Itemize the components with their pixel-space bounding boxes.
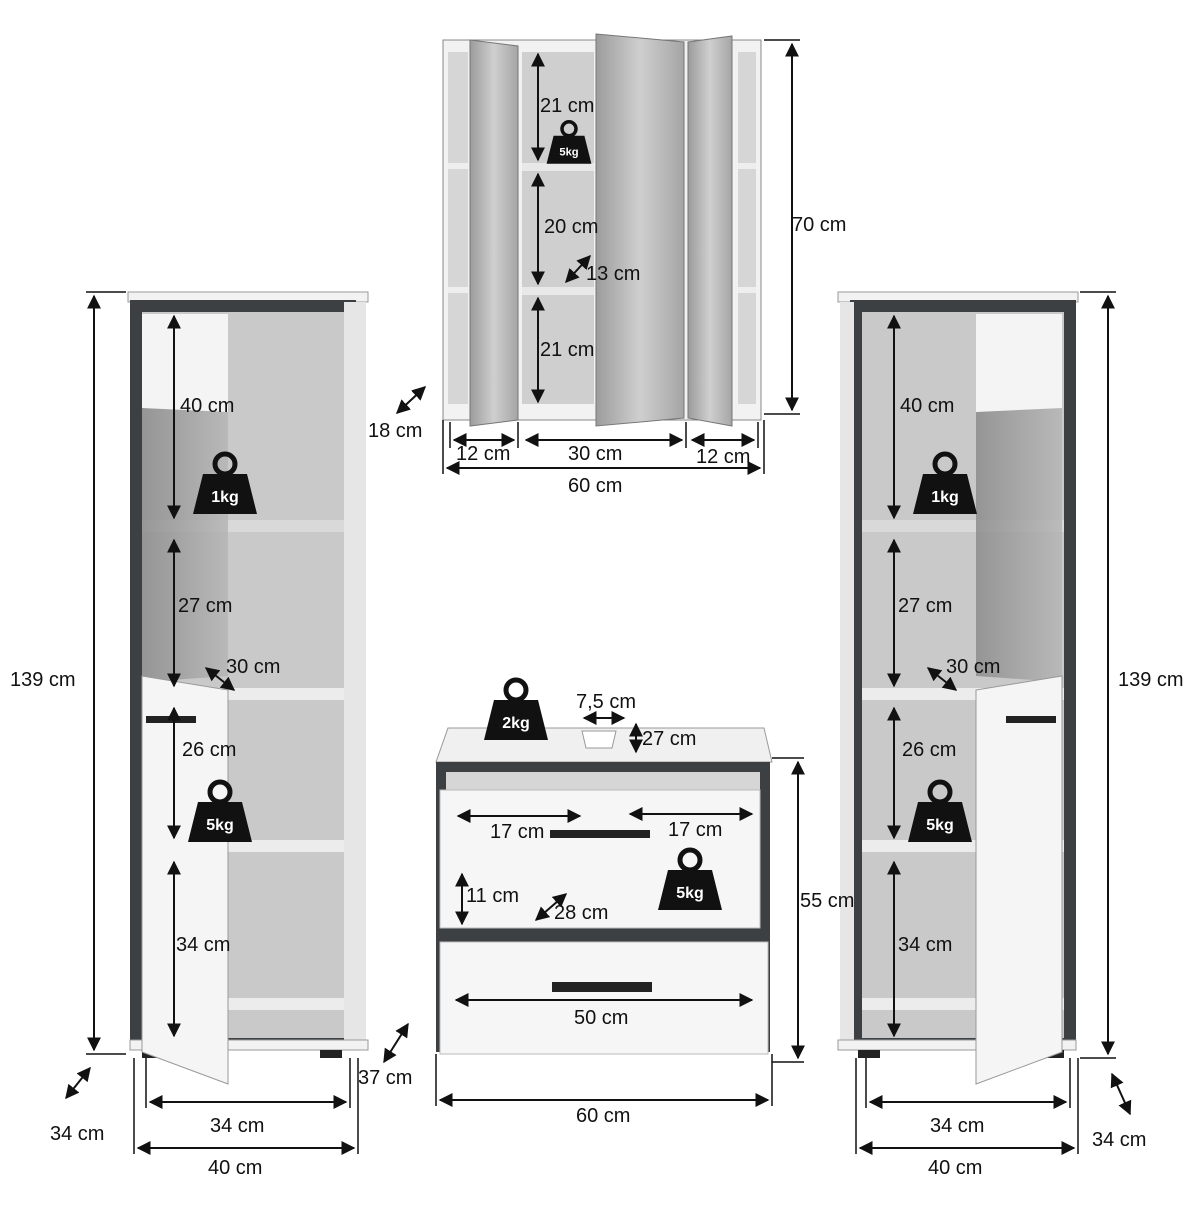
left-top-shelf-label: 40 cm	[180, 395, 234, 417]
left-lower-door	[141, 675, 229, 1085]
left-inner-width-label: 34 cm	[210, 1115, 264, 1137]
left-cabinet-base	[129, 1039, 369, 1051]
vanity-weight-top-label: 2kg	[502, 715, 530, 732]
vanity-drawer-height-label: 11 cm	[466, 885, 519, 907]
mirror-side-left-label: 12 cm	[456, 443, 510, 465]
mirror-shelf	[522, 163, 594, 171]
right-depth-label: 34 cm	[1092, 1129, 1146, 1151]
left-door-handle	[146, 716, 196, 723]
mirror-side-shelf-left	[448, 52, 468, 404]
right-lower-shelf-label: 26 cm	[902, 739, 956, 761]
left-glass-door-top-panel	[142, 314, 228, 412]
mirror-side-shelf	[448, 163, 468, 169]
mirror-cabinet: 21 cm 20 cm 21 cm 13 cm 5kg 70 cm 18 cm …	[368, 33, 846, 497]
vanity-drawer-depth-arrow	[534, 893, 568, 921]
left-bottom-shelf-label: 34 cm	[176, 934, 230, 956]
right-inner-width-label: 34 cm	[930, 1115, 984, 1137]
mirror-shelf-mid-label: 20 cm	[544, 216, 598, 238]
mirror-center-label: 30 cm	[568, 443, 622, 465]
right-depth-arrow	[1110, 1072, 1132, 1116]
vanity-cutout-width-label: 7,5 cm	[576, 691, 636, 713]
mirror-side-shelf	[738, 163, 756, 169]
mirror-side-shelf	[738, 287, 756, 293]
mirror-shelf-top-label: 21 cm	[540, 95, 594, 117]
left-weight-top-label: 1kg	[211, 489, 239, 506]
left-depth-label: 34 cm	[50, 1123, 104, 1145]
left-depth-inner-label: 30 cm	[226, 656, 280, 678]
vanity-unit: 2kg 7,5 cm 27 cm 17 cm 17 cm 5kg 11 cm 2…	[358, 680, 854, 1127]
vanity-weight-drawer-label: 5kg	[676, 885, 704, 902]
right-weight-lower-icon: 5kg	[908, 782, 972, 842]
left-height-label: 139 cm	[10, 669, 76, 691]
right-height-label: 139 cm	[1118, 669, 1184, 691]
left-weight-lower-label: 5kg	[206, 817, 234, 834]
vanity-width-label: 60 cm	[576, 1105, 630, 1127]
left-depth-inner-arrow	[204, 667, 236, 691]
mirror-depth-label: 18 cm	[368, 420, 422, 442]
vanity-lower-drawer	[439, 941, 769, 1055]
left-mid-shelf-label: 27 cm	[178, 595, 232, 617]
right-door-handle	[1006, 716, 1056, 723]
mirror-weight-label: 5kg	[559, 146, 578, 158]
mirror-door-right	[687, 35, 733, 427]
vanity-drawer-handle	[550, 830, 650, 838]
right-glass-door-top-panel	[976, 314, 1062, 412]
vanity-weight-top-icon: 2kg	[484, 680, 548, 740]
vanity-cutout-depth-label: 27 cm	[642, 728, 696, 750]
left-lower-shelf-label: 26 cm	[182, 739, 236, 761]
vanity-weight-drawer-icon: 5kg	[658, 850, 722, 910]
vanity-lower-drawer-label: 50 cm	[574, 1007, 628, 1029]
vanity-inner-top	[446, 772, 760, 790]
mirror-shelf	[522, 287, 594, 295]
right-width-label: 40 cm	[928, 1157, 982, 1179]
left-tall-cabinet: 40 cm 1kg 27 cm 30 cm 26 cm 5kg 34 cm 13…	[10, 291, 369, 1179]
mirror-depth-arrow	[395, 386, 427, 414]
right-top-shelf-label: 40 cm	[900, 395, 954, 417]
vanity-lower-drawer-handle	[552, 982, 652, 992]
right-weight-top-label: 1kg	[931, 489, 959, 506]
mirror-door-left	[469, 39, 519, 427]
left-cabinet-side	[344, 302, 366, 1044]
vanity-drawer-depth-label: 28 cm	[554, 902, 608, 924]
mirror-shelf-bottom-label: 21 cm	[540, 339, 594, 361]
vanity-drawer-right-label: 17 cm	[668, 819, 722, 841]
right-weight-lower-label: 5kg	[926, 817, 954, 834]
mirror-side-shelf-right	[738, 52, 756, 404]
left-weight-top-icon: 1kg	[193, 454, 257, 514]
vanity-height-label: 55 cm	[800, 890, 854, 912]
vanity-drawer-left-label: 17 cm	[490, 821, 544, 843]
right-cabinet-foot	[858, 1050, 880, 1058]
right-cabinet-side	[840, 302, 854, 1044]
vanity-depth-arrow	[383, 1022, 409, 1064]
right-mid-shelf-label: 27 cm	[898, 595, 952, 617]
mirror-height-label: 70 cm	[792, 214, 846, 236]
mirror-door-center	[595, 33, 685, 427]
left-cabinet-foot	[320, 1050, 342, 1058]
right-cabinet-base	[837, 1039, 1077, 1051]
mirror-weight-icon: 5kg	[544, 120, 594, 166]
left-width-label: 40 cm	[208, 1157, 262, 1179]
vanity-depth-label: 37 cm	[358, 1067, 412, 1089]
vanity-siphon-cutout	[581, 730, 617, 749]
right-weight-top-icon: 1kg	[913, 454, 977, 514]
mirror-side-shelf	[448, 287, 468, 293]
mirror-depth-inner-label: 13 cm	[586, 263, 640, 285]
left-depth-arrow	[65, 1066, 91, 1100]
left-weight-lower-icon: 5kg	[188, 782, 252, 842]
right-bottom-shelf-label: 34 cm	[898, 934, 952, 956]
right-depth-inner-arrow	[926, 667, 958, 691]
right-tall-cabinet: 40 cm 1kg 27 cm 30 cm 26 cm 5kg 34 cm 13…	[837, 291, 1184, 1179]
right-lower-door	[975, 675, 1063, 1085]
mirror-depth-inner-arrow	[565, 254, 591, 284]
mirror-side-right-label: 12 cm	[696, 446, 750, 468]
right-depth-inner-label: 30 cm	[946, 656, 1000, 678]
mirror-width-label: 60 cm	[568, 475, 622, 497]
